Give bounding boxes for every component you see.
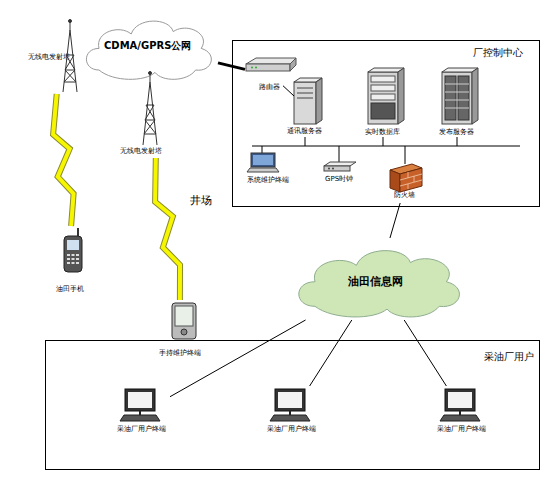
radio-tower (63, 20, 77, 93)
node-label: 发布服务器 (439, 129, 474, 137)
wireless-link (155, 158, 180, 300)
node-label: 油田手机 (56, 286, 84, 294)
node-label: GPS时钟 (325, 176, 353, 184)
gps-clock-node: GPS时钟 (321, 159, 361, 187)
phone-node: 油田手机 (50, 226, 100, 298)
node-label: 路由器 (259, 84, 280, 92)
handheld-terminal-icon (172, 303, 196, 339)
router-node: 路由器 (245, 56, 300, 96)
network-link (310, 320, 352, 386)
network-link (283, 86, 294, 96)
tower-node: 无线电发射塔 (118, 78, 180, 158)
terminal-node: 采油厂用户终端 (266, 386, 320, 438)
control-center-box: 厂控制中心路由器通讯服务器 实时数据库 发布服务器系统维护终端 GPS时钟防火墙 (232, 40, 540, 207)
node-label: 无线电发射塔 (28, 54, 70, 61)
area-label: 井场 (190, 193, 212, 208)
node-label: 采油厂用户终端 (117, 426, 166, 434)
user-terminal-icon (120, 389, 160, 421)
gps-clock-icon (324, 162, 356, 171)
node-label: 采油厂用户终端 (437, 426, 486, 434)
node-label: 油田信息网 (348, 276, 403, 288)
network-link (170, 320, 306, 397)
node-label: 无线电发射塔 (120, 148, 162, 155)
bolt-outline (53, 94, 74, 226)
user-group-box: 采油厂用户采油厂用户终端 采油厂用户终端 采油厂用户终端 (45, 340, 540, 470)
connector-line (404, 320, 446, 386)
cloud-shape (86, 21, 211, 79)
server-icon (294, 78, 322, 124)
wireless-link (53, 94, 74, 226)
workstation-icon (247, 153, 279, 172)
tower-node: 无线电发射塔 (28, 26, 78, 94)
connector-line (53, 94, 74, 226)
database-rack-icon (368, 68, 404, 124)
connector-line (170, 320, 306, 397)
connector-line (283, 86, 294, 96)
radio-tower (143, 72, 157, 146)
node-label: 采油厂用户 (484, 351, 534, 362)
server-rack-icon (442, 68, 478, 124)
network-link (404, 320, 446, 386)
router-icon (246, 58, 296, 71)
connector-line (390, 203, 400, 238)
node-label: 厂控制中心 (473, 47, 523, 58)
node-label: 手持维护终端 (159, 350, 201, 358)
network-cloud: 油田信息网 (288, 238, 468, 320)
user-terminal-icon (440, 389, 480, 421)
handheld-node: 手持维护终端 (155, 300, 215, 360)
database-node: 实时数据库 (359, 69, 415, 139)
terminal-node: 采油厂用户终端 (116, 386, 170, 438)
mobile-phone-icon (64, 228, 82, 272)
network-link (390, 203, 400, 238)
node-label: 通讯服务器 (287, 128, 322, 136)
bolt-outline (155, 158, 180, 300)
cloud-shape (299, 251, 460, 317)
workstation-node: 系统维护终端 (245, 151, 305, 187)
firewall-node: 防火墙 (386, 163, 426, 203)
server-node: 通讯服务器 (283, 79, 333, 139)
network-cloud: CDMA/GPRS公网 (78, 10, 218, 82)
network-link (218, 63, 245, 70)
node-label: 采油厂用户终端 (267, 426, 316, 434)
node-label: CDMA/GPRS公网 (104, 40, 191, 51)
connector-line (310, 320, 352, 386)
node-label: 实时数据库 (365, 129, 400, 137)
connector-line (155, 158, 180, 300)
node-label: 系统维护终端 (247, 177, 289, 185)
lan-bus (252, 137, 520, 164)
user-terminal-icon (270, 389, 310, 421)
terminal-node: 采油厂用户终端 (436, 386, 490, 438)
node-label: 防火墙 (394, 192, 415, 200)
server-node: 发布服务器 (433, 69, 489, 139)
connector-line (218, 63, 245, 70)
firewall-icon (390, 164, 422, 192)
